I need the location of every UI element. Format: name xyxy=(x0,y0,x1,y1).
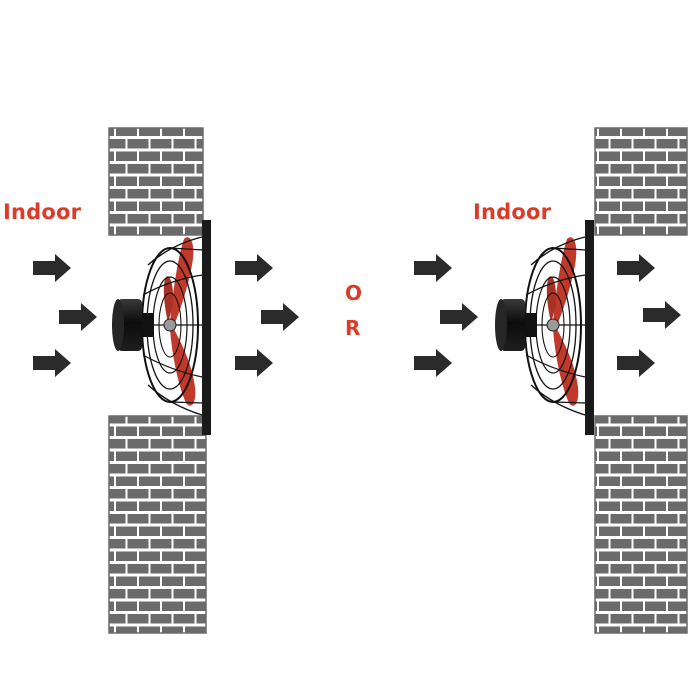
right-arrow-icon xyxy=(414,349,452,377)
right-arrow-icon xyxy=(617,254,655,282)
indoor-label-right: Indoor xyxy=(473,200,552,224)
exhaust-fan-icon xyxy=(111,219,212,436)
brick-wall-icon xyxy=(108,415,207,634)
or-letter-o: O xyxy=(345,281,363,305)
right-arrow-icon xyxy=(643,301,681,329)
brick-wall-icon xyxy=(108,127,204,236)
right-arrow-icon xyxy=(440,303,478,331)
brick-wall-icon xyxy=(594,415,688,634)
indoor-label-left: Indoor xyxy=(3,200,82,224)
right-arrow-icon xyxy=(33,349,71,377)
right-arrow-icon xyxy=(235,254,273,282)
right-arrow-icon xyxy=(414,254,452,282)
right-arrow-icon xyxy=(261,303,299,331)
right-arrow-icon xyxy=(617,349,655,377)
right-arrow-icon xyxy=(235,349,273,377)
right-arrow-icon xyxy=(59,303,97,331)
exhaust-fan-icon xyxy=(494,219,595,436)
right-arrow-icon xyxy=(33,254,71,282)
brick-wall-icon xyxy=(594,127,688,236)
or-letter-r: R xyxy=(345,316,361,340)
